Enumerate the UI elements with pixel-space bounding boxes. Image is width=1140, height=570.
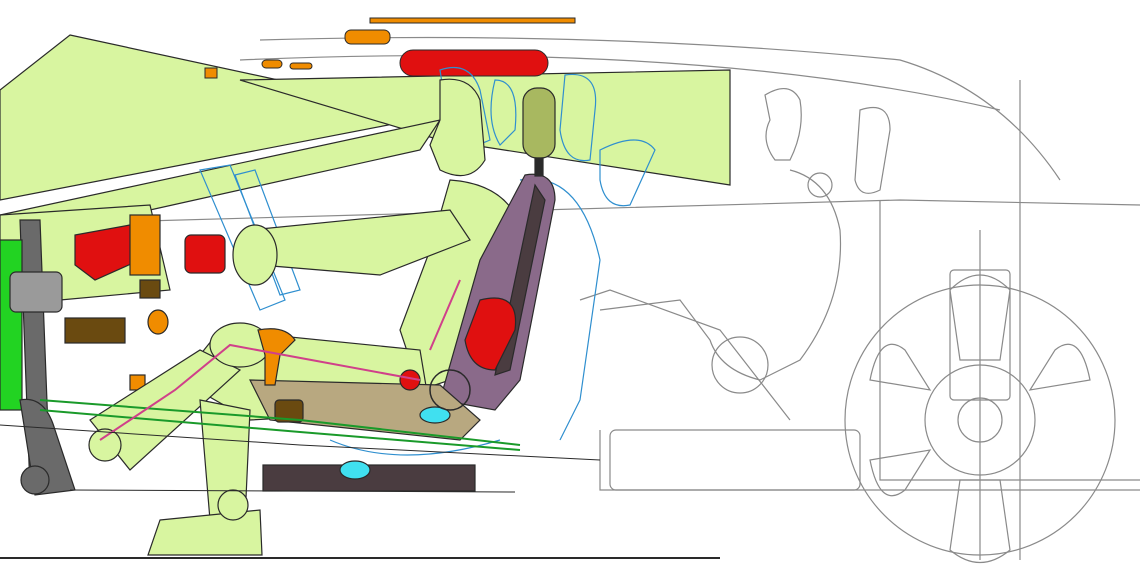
driver-seat xyxy=(249,87,556,492)
roof-components xyxy=(204,17,576,79)
seat-rails xyxy=(0,279,601,493)
front-structure xyxy=(0,204,226,496)
vision-cone xyxy=(0,34,731,216)
